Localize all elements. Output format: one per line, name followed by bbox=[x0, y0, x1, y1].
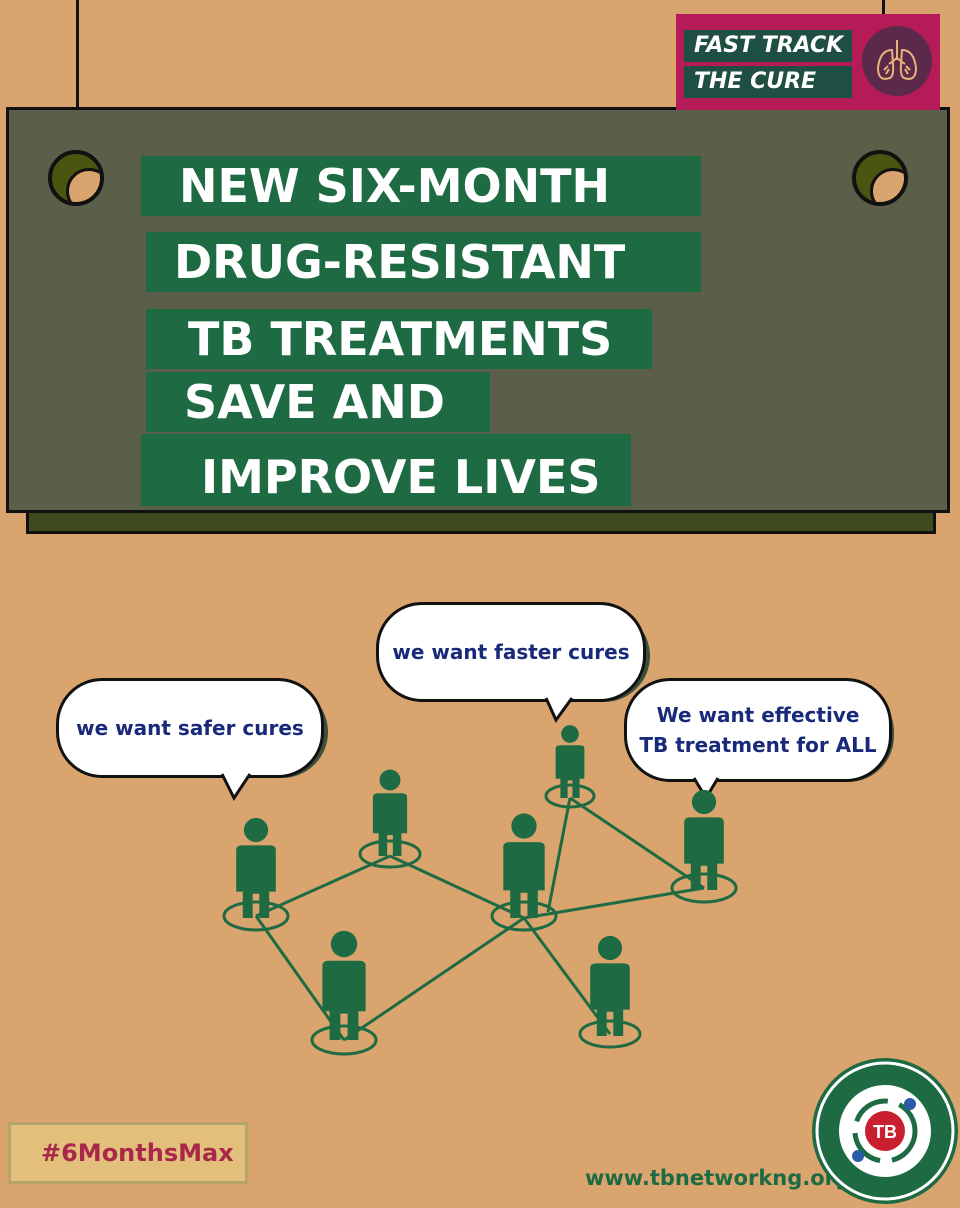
node-ring bbox=[578, 1019, 642, 1049]
node-ring bbox=[222, 900, 290, 932]
node-ring bbox=[358, 839, 422, 869]
hashtag-box: #6MonthsMax bbox=[8, 1122, 248, 1184]
node-ring bbox=[544, 783, 596, 809]
hashtag-text: #6MonthsMax bbox=[41, 1139, 234, 1167]
logo-line-2: THE CURE bbox=[684, 66, 852, 98]
headline-line-1: NEW SIX-MONTH bbox=[141, 156, 701, 216]
bubble-tails bbox=[220, 697, 720, 801]
hook-ring-left bbox=[48, 150, 104, 206]
node-ring bbox=[670, 872, 738, 904]
node-ring bbox=[310, 1024, 378, 1056]
headline-line-5: IMPROVE LIVES bbox=[141, 434, 631, 506]
headline-line-3: TB TREATMENTS bbox=[146, 309, 652, 369]
speech-bubble-safer: we want safer cures bbox=[56, 678, 324, 778]
seal-center-text: TB bbox=[873, 1122, 897, 1142]
headline-line-2: DRUG-RESISTANT bbox=[146, 232, 701, 292]
lungs-icon bbox=[862, 26, 932, 96]
website-link[interactable]: www.tbnetworkng.org bbox=[585, 1166, 851, 1190]
logo-line-1: FAST TRACK bbox=[684, 30, 852, 62]
tb-network-seal: TB bbox=[812, 1058, 958, 1204]
node-ring bbox=[490, 900, 558, 932]
hook-ring-right bbox=[852, 150, 908, 206]
person-icon bbox=[322, 930, 366, 1040]
speech-bubble-effective: We want effective TB treatment for ALL bbox=[624, 678, 892, 782]
hanging-string-left bbox=[76, 0, 79, 150]
speech-bubble-faster: we want faster cures bbox=[376, 602, 646, 702]
headline-line-4: SAVE AND bbox=[146, 372, 490, 432]
